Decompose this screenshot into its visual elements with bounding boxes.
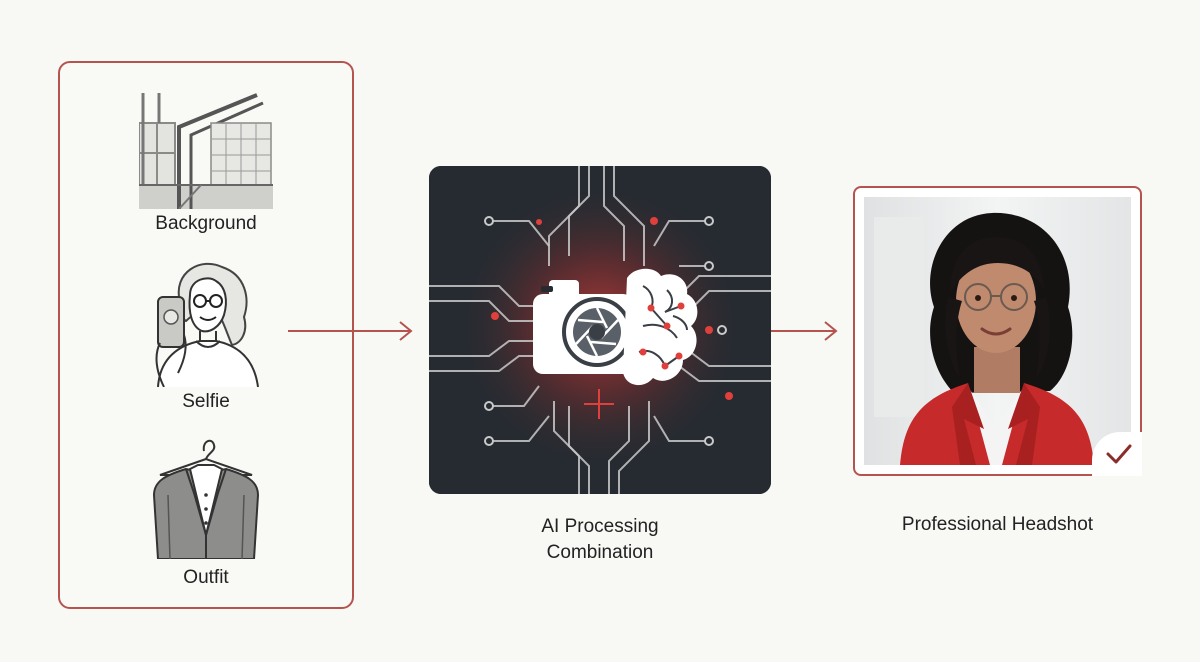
result-frame <box>853 186 1142 476</box>
outfit-label: Outfit <box>183 567 229 588</box>
ai-processing-caption: AI Processing Combination <box>470 514 730 566</box>
headshot-portrait-icon <box>864 197 1131 465</box>
check-badge <box>1092 432 1142 476</box>
ai-caption-line1: AI Processing <box>541 516 659 537</box>
input-outfit: Outfit <box>60 435 352 591</box>
arrow-to-result <box>771 321 838 341</box>
ai-caption-line2: Combination <box>546 542 654 563</box>
input-background: Background <box>60 93 352 243</box>
building-interior-icon <box>139 93 273 209</box>
selfie-person-icon <box>155 262 259 387</box>
ai-processing-box <box>429 166 771 494</box>
headshot-photo <box>864 197 1131 465</box>
result-caption: Professional Headshot <box>901 514 1094 535</box>
background-label: Background <box>155 213 257 234</box>
selfie-label: Selfie <box>182 391 230 412</box>
suit-on-hanger-icon <box>152 439 260 559</box>
arrow-to-processing <box>288 321 413 341</box>
inputs-panel: Background Selfie <box>58 61 354 609</box>
input-selfie: Selfie <box>60 261 352 417</box>
camera-brain-circuit-icon <box>429 166 771 494</box>
check-icon <box>1106 444 1132 464</box>
